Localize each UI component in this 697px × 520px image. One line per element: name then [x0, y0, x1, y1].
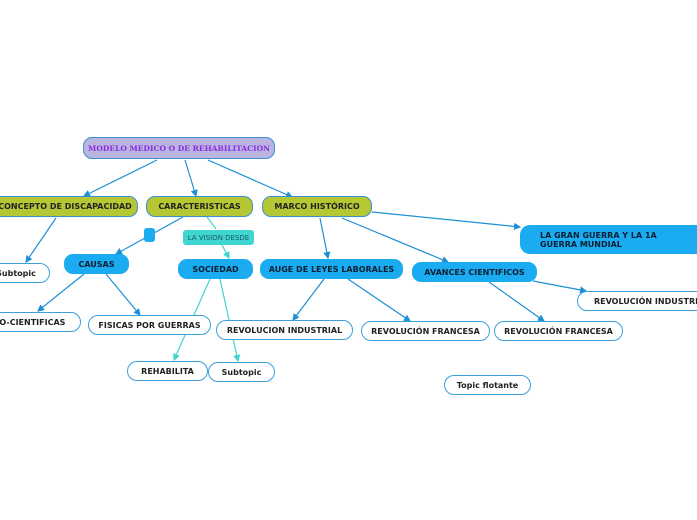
- marco-historico-node[interactable]: MARCO HISTÓRICO: [262, 196, 372, 217]
- link-marco-avances: [341, 217, 450, 264]
- link-root-caracteristicas: [184, 159, 198, 198]
- vision-desde-label-node[interactable]: LA VISION DESDE: [183, 230, 254, 245]
- avances-cientificos-label: AVANCES CIENTIFICOS: [424, 267, 525, 277]
- link-vision-sociedad: [221, 244, 230, 260]
- auge-leyes-laborales-label: AUGE DE LEYES LABORALES: [268, 264, 395, 274]
- link-marco-auge: [319, 217, 331, 260]
- link-root-marco: [207, 159, 294, 198]
- link-causas-fisicas: [105, 273, 141, 316]
- revolucion-industrial-1-node[interactable]: REVOLUCION INDUSTRIAL: [216, 320, 353, 340]
- link-concepto-subtopic: [25, 217, 57, 263]
- vision-desde-label: LA VISION DESDE: [187, 233, 250, 242]
- revolucion-industrial-1-label: REVOLUCION INDUSTRIAL: [226, 325, 343, 335]
- medico-cientificas-label: CO-CIENTIFICAS: [0, 317, 66, 327]
- revolucion-industrial-2-node[interactable]: REVOLUCIÓN INDUSTRIAL: [577, 291, 697, 311]
- sociedad-label: SOCIEDAD: [192, 264, 239, 274]
- collapse-marker[interactable]: [144, 228, 155, 242]
- rehabilita-label: REHABILITA: [141, 366, 194, 376]
- revolucion-francesa-2-label: REVOLUCIÓN FRANCESA: [504, 326, 613, 336]
- avances-cientificos-node[interactable]: AVANCES CIENTIFICOS: [412, 262, 537, 282]
- subtopic-left-label: Subtopic: [0, 268, 36, 278]
- medico-cientificas-node[interactable]: CO-CIENTIFICAS: [0, 312, 81, 332]
- topic-flotante-node[interactable]: Topic flotante: [444, 375, 531, 395]
- link-marco-granguerra: [371, 211, 522, 230]
- sociedad-node[interactable]: SOCIEDAD: [178, 259, 253, 279]
- rehabilita-node[interactable]: REHABILITA: [127, 361, 208, 381]
- gran-guerra-label: LA GRAN GUERRA Y LA 1A GUERRA MUNDIAL: [540, 230, 657, 249]
- subtopic-bottom-node[interactable]: Subtopic: [208, 362, 275, 382]
- link-caracteristicas-vision: [206, 216, 217, 230]
- root-topic-label: MODELO MEDICO O DE REHABILITACION: [88, 143, 270, 153]
- link-causas-medico: [37, 273, 85, 312]
- topic-flotante-label: Topic flotante: [456, 380, 519, 390]
- auge-leyes-laborales-node[interactable]: AUGE DE LEYES LABORALES: [260, 259, 403, 279]
- fisicas-guerras-node[interactable]: FISICAS POR GUERRAS: [88, 315, 211, 335]
- gran-guerra-node[interactable]: LA GRAN GUERRA Y LA 1A GUERRA MUNDIAL: [520, 225, 697, 254]
- subtopic-left-node[interactable]: Subtopic: [0, 263, 50, 283]
- fisicas-guerras-label: FISICAS POR GUERRAS: [98, 320, 201, 330]
- concepto-discapacidad-label: CONCEPTO DE DISCAPACIDAD: [0, 202, 132, 211]
- marco-historico-label: MARCO HISTÓRICO: [274, 202, 360, 211]
- caracteristicas-label: CARACTERISTICAS: [158, 202, 241, 211]
- revolucion-francesa-2-node[interactable]: REVOLUCIÓN FRANCESA: [494, 321, 623, 341]
- revolucion-francesa-1-label: REVOLUCIÓN FRANCESA: [371, 326, 480, 336]
- causas-label: CAUSAS: [78, 259, 115, 269]
- link-avances-revfra: [488, 281, 545, 322]
- concepto-discapacidad-node[interactable]: CONCEPTO DE DISCAPACIDAD: [0, 196, 138, 217]
- link-auge-revfra: [347, 278, 411, 322]
- caracteristicas-node[interactable]: CARACTERISTICAS: [146, 196, 253, 217]
- revolucion-industrial-2-label: REVOLUCIÓN INDUSTRIAL: [594, 296, 697, 306]
- link-auge-revind: [292, 278, 325, 321]
- link-avances-revind: [532, 280, 588, 294]
- revolucion-francesa-1-node[interactable]: REVOLUCIÓN FRANCESA: [361, 321, 490, 341]
- subtopic-bottom-label: Subtopic: [221, 367, 262, 377]
- link-root-concepto: [82, 159, 158, 197]
- root-topic[interactable]: MODELO MEDICO O DE REHABILITACION: [83, 137, 275, 159]
- causas-node[interactable]: CAUSAS: [64, 254, 129, 274]
